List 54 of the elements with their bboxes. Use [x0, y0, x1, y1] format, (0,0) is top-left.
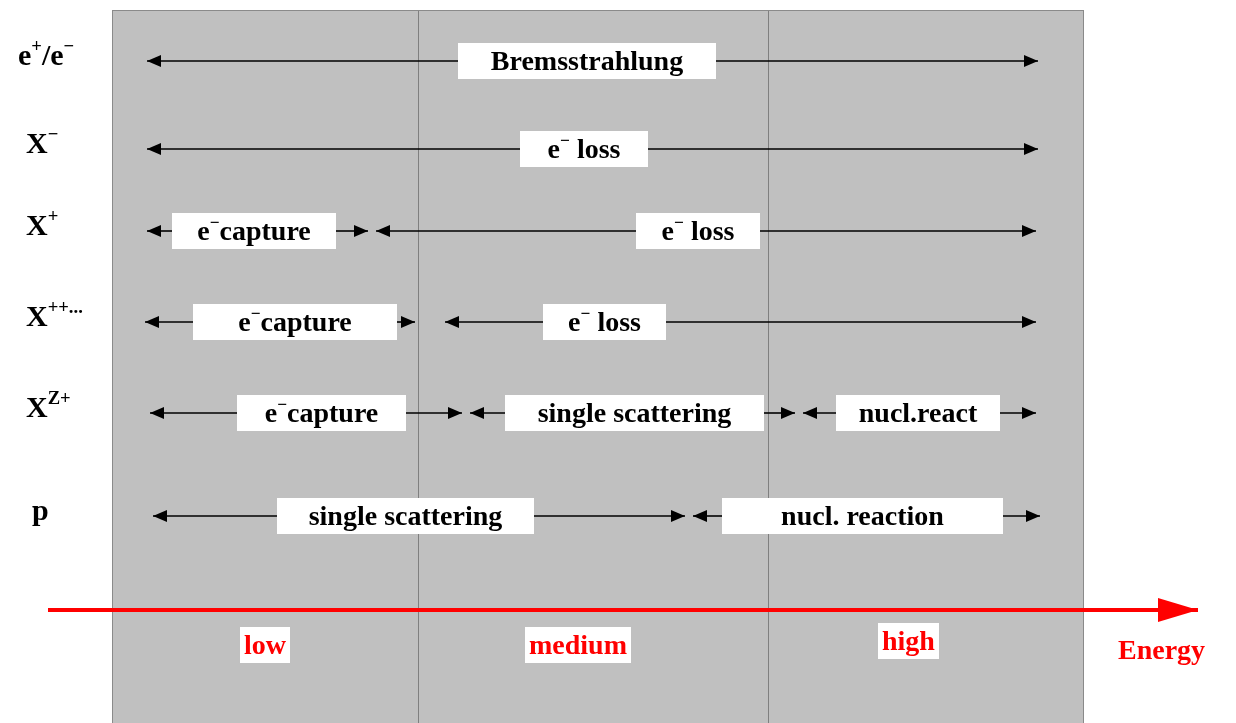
process-label: Bremsstrahlung [490, 45, 684, 77]
arrow [802, 407, 837, 419]
process-label: e$^{−}$capture [264, 397, 379, 429]
arrow [647, 143, 1039, 155]
range-label-box [505, 395, 764, 431]
process-label: e$^{−}$ loss [547, 133, 621, 165]
particle-label: e$^{+}$/e$^{−}$ [18, 38, 75, 72]
arrow [692, 510, 723, 522]
particle-label: X$^{++...}$ [26, 299, 83, 333]
energy-label: high [878, 623, 939, 659]
particle-label: X$^{Z+}$ [26, 390, 71, 424]
arrow [759, 225, 1037, 237]
process-label: nucl.react [858, 397, 978, 429]
process-label: nucl. reaction [781, 500, 944, 532]
process-label: single scattering [308, 500, 503, 532]
range-label-box [277, 498, 534, 534]
particle-label: X$^{+}$ [26, 208, 59, 242]
arrow [469, 407, 506, 419]
energy-label: Energy [1118, 633, 1206, 667]
process-label: single scattering [537, 397, 732, 429]
arrow [144, 316, 194, 328]
arrow [146, 55, 459, 67]
range-label-box [722, 498, 1003, 534]
range-label-box [172, 213, 336, 249]
range-label-box [458, 43, 716, 79]
particle-label: X$^{−}$ [26, 126, 59, 160]
process-label: e$^{−}$capture [197, 215, 311, 247]
arrow [999, 407, 1037, 419]
process-label: e$^{−}$ loss [568, 306, 641, 338]
particle-label: p [32, 493, 49, 527]
arrow [375, 225, 637, 237]
range-label-box [520, 131, 648, 167]
arrow [665, 316, 1037, 328]
arrow [533, 510, 686, 522]
process-label: e$^{−}$capture [238, 306, 352, 338]
range-label-box [636, 213, 760, 249]
range-label-box [836, 395, 1000, 431]
arrow [405, 407, 463, 419]
arrow [152, 510, 278, 522]
process-label: e$^{−}$ loss [661, 215, 735, 247]
range-label-box [193, 304, 397, 340]
arrow [396, 316, 416, 328]
range-label-box [543, 304, 666, 340]
arrow [149, 407, 238, 419]
energy-label: medium [525, 627, 631, 663]
arrow [763, 407, 796, 419]
arrow [1002, 510, 1041, 522]
arrow [335, 225, 369, 237]
arrow [146, 143, 521, 155]
range-label-box [237, 395, 406, 431]
arrow [146, 225, 173, 237]
arrow [444, 316, 544, 328]
energy-label: low [240, 627, 290, 663]
arrow [715, 55, 1039, 67]
